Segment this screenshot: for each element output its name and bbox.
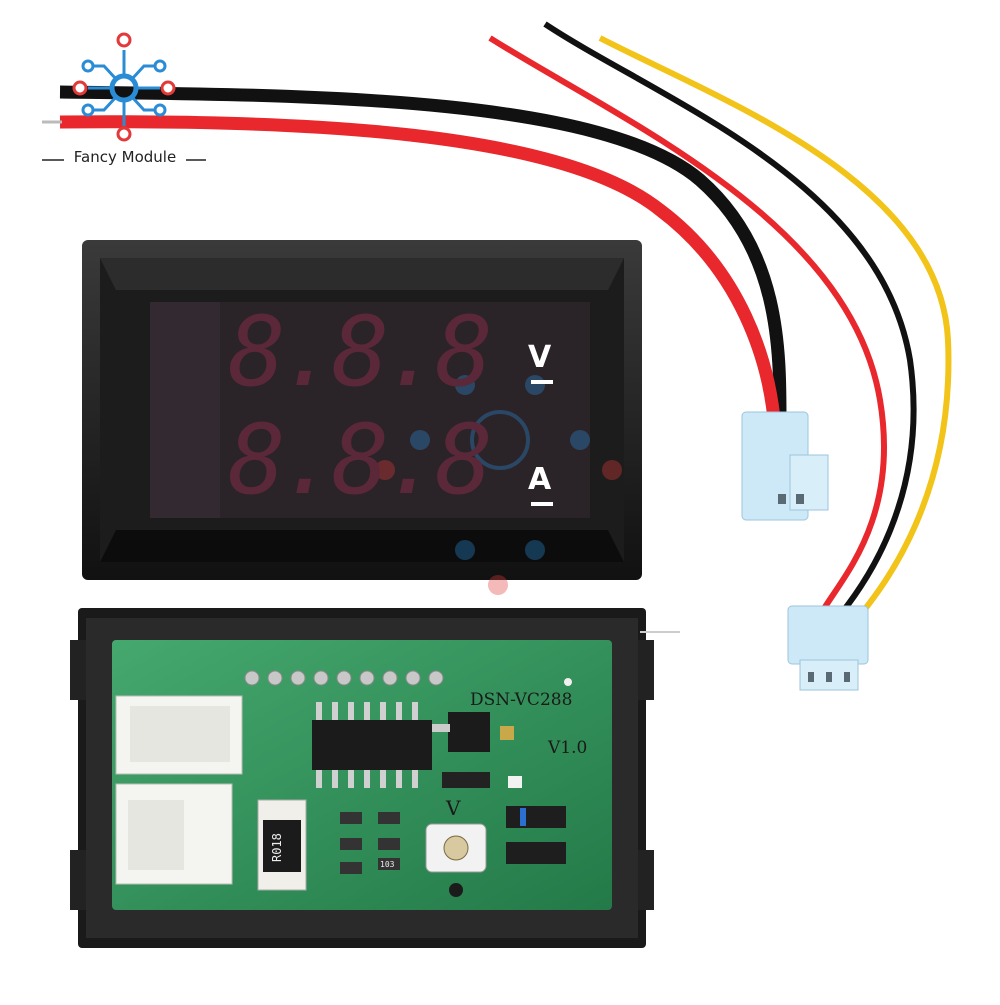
brand-name: Fancy Module xyxy=(73,148,177,166)
power-lead-wires xyxy=(42,85,787,431)
shunt-code: R018 xyxy=(270,833,284,862)
unit-amps-underline xyxy=(531,502,553,506)
meter-front xyxy=(82,240,642,580)
board-version: V1.0 xyxy=(548,738,588,758)
unit-volts-label: V xyxy=(528,340,552,375)
circuit-chip-logo xyxy=(42,32,206,161)
display-digits-top: 8.8.8 xyxy=(228,296,493,408)
unit-volts-underline xyxy=(531,380,553,384)
display-window xyxy=(150,302,590,518)
sense-lead-wires xyxy=(488,21,952,620)
watermark-logo xyxy=(375,375,622,595)
display-digits-bottom: 8.8.8 xyxy=(228,404,493,516)
board-model: DSN-VC288 xyxy=(470,690,573,710)
pot-label: V xyxy=(446,796,461,820)
pcb-board xyxy=(112,640,612,910)
power-lead-connector xyxy=(741,411,829,521)
resistor-code: 103 xyxy=(380,860,395,869)
unit-amps-label: A xyxy=(528,462,552,497)
sense-lead-connector xyxy=(787,605,869,691)
